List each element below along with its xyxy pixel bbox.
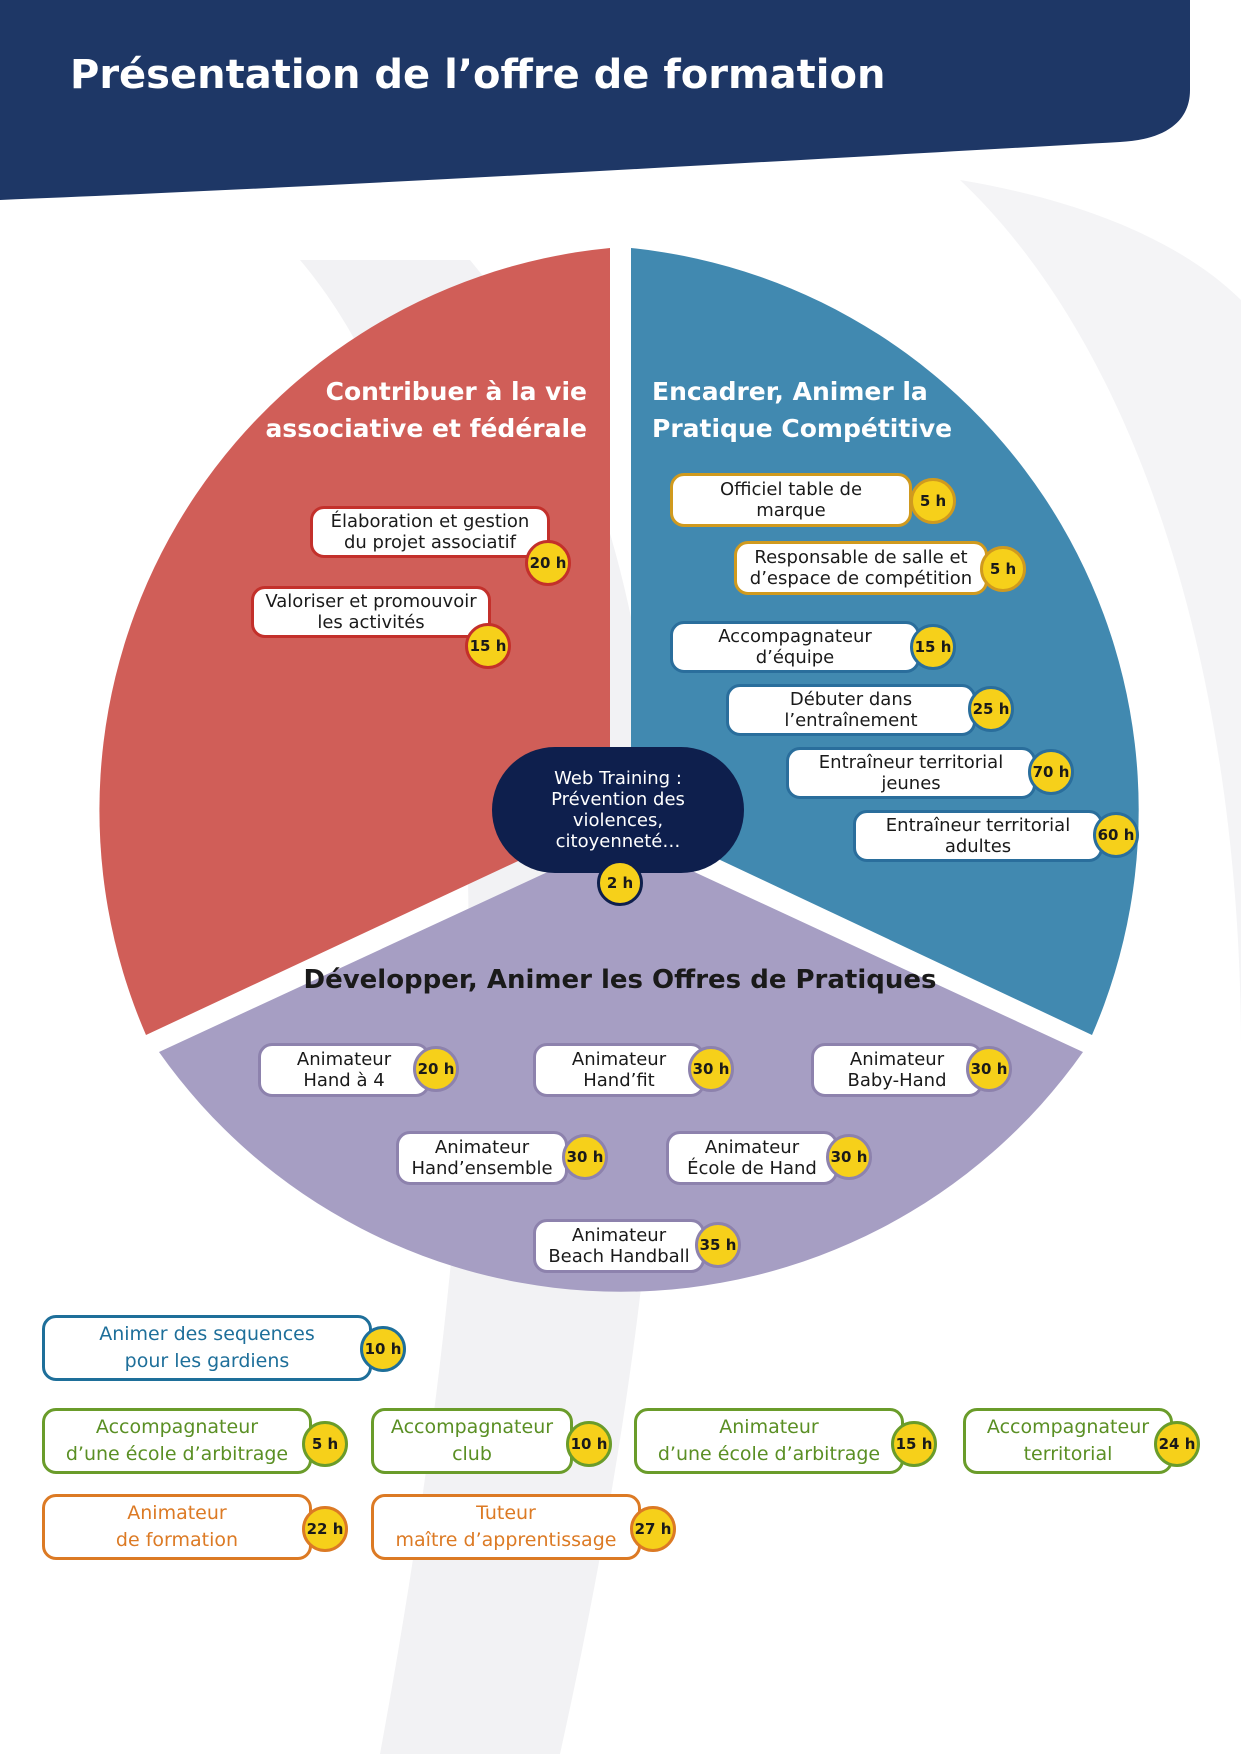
module-accompagnateur-territorial[interactable]: Accompagnateur territorial xyxy=(963,1408,1173,1474)
module-debuter-entrainement[interactable]: Débuter dans l’entraînement xyxy=(726,684,976,736)
hours-badge: 30 h xyxy=(562,1134,608,1180)
sector-red xyxy=(99,248,611,1035)
hours-badge: 20 h xyxy=(413,1046,459,1092)
module-animateur-beach-handball[interactable]: Animateur Beach Handball xyxy=(533,1219,705,1273)
module-animer-sequences-gardiens[interactable]: Animer des sequences pour les gardiens xyxy=(42,1315,372,1381)
background-swoosh-right xyxy=(960,180,1241,1050)
hours-badge: 5 h xyxy=(302,1421,348,1467)
module-entraineur-territorial-jeunes[interactable]: Entraîneur territorial jeunes xyxy=(786,747,1036,799)
hours-badge: 70 h xyxy=(1028,749,1074,795)
hours-badge: 22 h xyxy=(302,1506,348,1552)
hours-badge: 5 h xyxy=(980,546,1026,592)
module-accompagnateur-club[interactable]: Accompagnateur club xyxy=(371,1408,573,1474)
module-accompagnateur-ecole-arbitrage[interactable]: Accompagnateur d’une école d’arbitrage xyxy=(42,1408,312,1474)
module-tuteur-maitre-apprentissage[interactable]: Tuteur maître d’apprentissage xyxy=(371,1494,641,1560)
sector-title-vie-associative: Contribuer à la vie associative et fédér… xyxy=(265,377,587,443)
module-animateur-baby-hand[interactable]: Animateur Baby-Hand xyxy=(811,1043,983,1097)
hours-badge: 5 h xyxy=(910,478,956,524)
module-animateur-ecole-de-hand[interactable]: Animateur École de Hand xyxy=(666,1131,838,1185)
sector-title-pratique-competitive: Encadrer, Animer la Pratique Compétitive xyxy=(652,377,953,443)
header-banner xyxy=(0,0,1190,200)
hours-badge: 35 h xyxy=(695,1222,741,1268)
module-animateur-formation[interactable]: Animateur de formation xyxy=(42,1494,312,1560)
module-entraineur-territorial-adultes[interactable]: Entraîneur territorial adultes xyxy=(853,810,1103,862)
hours-badge: 30 h xyxy=(966,1046,1012,1092)
page-title: Présentation de l’offre de formation xyxy=(70,52,886,98)
module-accompagnateur-equipe[interactable]: Accompagnateur d’équipe xyxy=(670,621,920,673)
module-animateur-hand-a-4[interactable]: Animateur Hand à 4 xyxy=(258,1043,430,1097)
hours-badge: 30 h xyxy=(826,1134,872,1180)
hours-badge: 15 h xyxy=(465,623,511,669)
hours-badge: 20 h xyxy=(525,540,571,586)
module-valoriser-activites[interactable]: Valoriser et promouvoir les activités xyxy=(251,586,491,638)
module-animateur-handfit[interactable]: Animateur Hand’fit xyxy=(533,1043,705,1097)
module-elaboration-projet-associatif[interactable]: Élaboration et gestion du projet associa… xyxy=(310,506,550,558)
module-responsable-salle[interactable]: Responsable de salle et d’espace de comp… xyxy=(734,541,988,595)
module-officiel-table-marque[interactable]: Officiel table de marque xyxy=(670,473,912,527)
hours-badge: 27 h xyxy=(630,1506,676,1552)
hours-badge: 30 h xyxy=(688,1046,734,1092)
hours-badge: 2 h xyxy=(597,860,643,906)
module-animateur-handensemble[interactable]: Animateur Hand’ensemble xyxy=(396,1131,568,1185)
hours-badge: 24 h xyxy=(1154,1421,1200,1467)
module-animateur-ecole-arbitrage[interactable]: Animateur d’une école d’arbitrage xyxy=(634,1408,904,1474)
hours-badge: 15 h xyxy=(891,1421,937,1467)
sector-title-offres-pratiques: Développer, Animer les Offres de Pratiqu… xyxy=(303,965,937,995)
hours-badge: 10 h xyxy=(360,1326,406,1372)
web-training-module[interactable]: Web Training : Prévention des violences,… xyxy=(492,747,744,873)
hours-badge: 10 h xyxy=(566,1421,612,1467)
hours-badge: 60 h xyxy=(1093,812,1139,858)
hours-badge: 25 h xyxy=(968,686,1014,732)
hours-badge: 15 h xyxy=(910,624,956,670)
